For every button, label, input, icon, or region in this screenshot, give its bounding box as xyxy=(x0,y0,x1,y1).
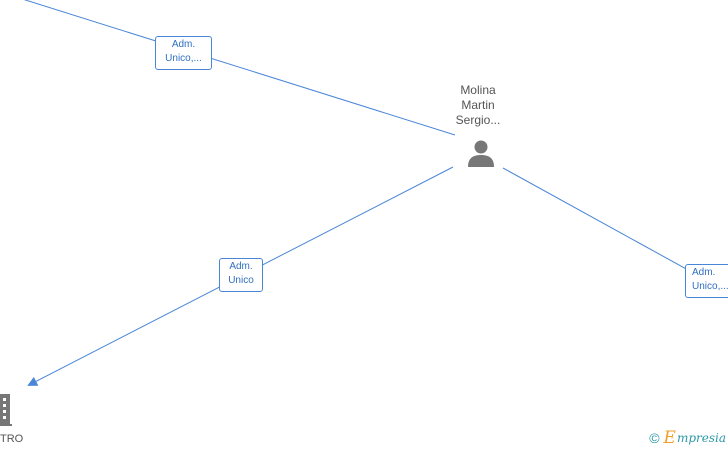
person-name-line-1: Molina xyxy=(460,83,496,97)
edge-label-line-1: Adm. xyxy=(171,39,196,50)
edge-label-line-2: Unico xyxy=(228,275,254,286)
edge-label-line-2: Unico,... xyxy=(692,281,728,292)
edge-label-to-company[interactable]: Adm. Unico xyxy=(219,258,263,292)
person-name-line-3: Sergio... xyxy=(455,113,501,127)
brand-watermark: © E mpresia xyxy=(649,428,726,448)
edge-label-top-left[interactable]: Adm. Unico,... xyxy=(155,36,212,70)
person-name[interactable]: Molina Martin Sergio... xyxy=(438,83,518,128)
brand-logo-text: mpresia xyxy=(676,431,726,445)
building-icon[interactable] xyxy=(0,392,14,428)
edge-label-right[interactable]: Adm. Unico,... xyxy=(685,264,728,298)
company-name[interactable]: TRO xyxy=(0,433,24,445)
person-icon[interactable] xyxy=(465,138,497,170)
edge-label-line-1: Adm. xyxy=(229,261,253,272)
edge-label-line-1: Adm. xyxy=(692,267,716,278)
person-name-line-2: Martin xyxy=(461,98,495,112)
copyright-icon: © xyxy=(649,430,660,446)
edge-label-line-2: Unico,... xyxy=(165,53,202,64)
edge-line-top-left xyxy=(23,0,456,136)
brand-logo-initial: E xyxy=(663,428,676,448)
